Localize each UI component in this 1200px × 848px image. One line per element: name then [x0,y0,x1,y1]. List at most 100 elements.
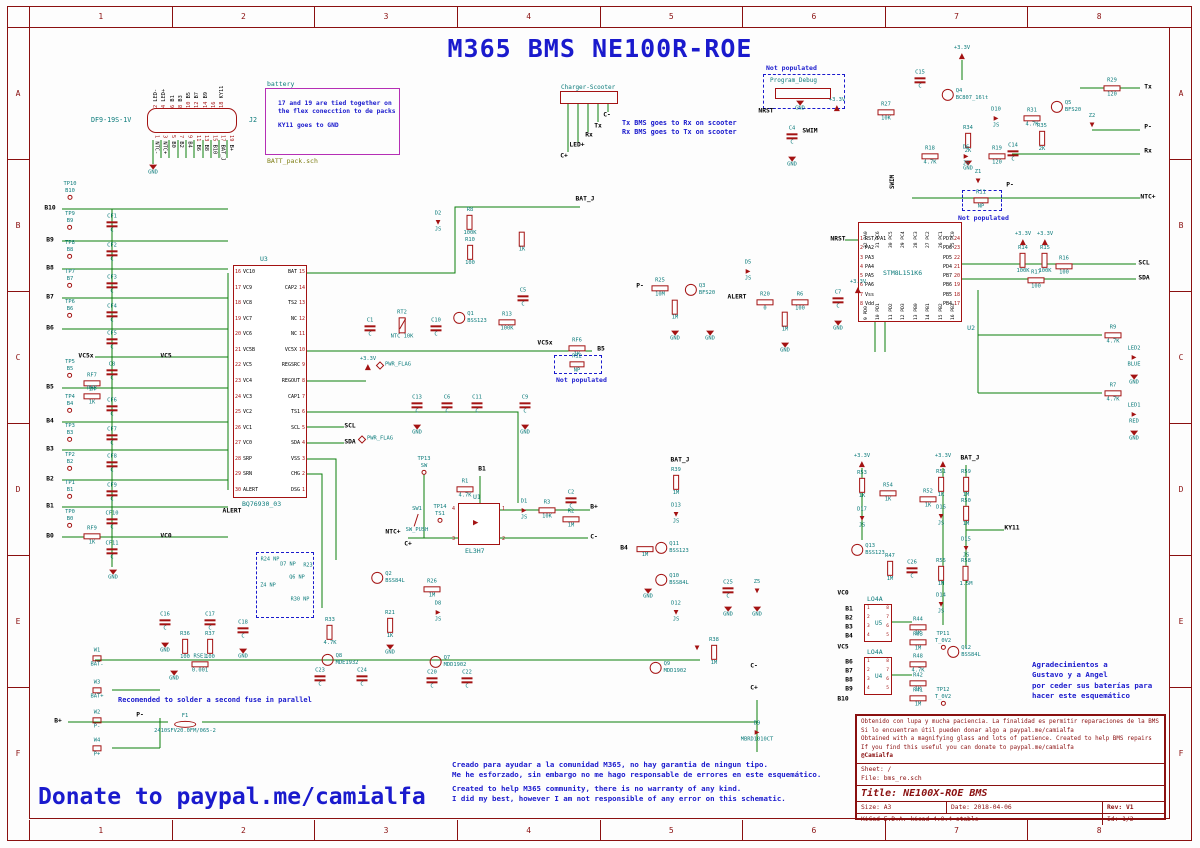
note-es-2: Me he esforzado, sin embargo no me hago … [452,769,822,779]
u1-ref: U1 [473,493,481,501]
battery-sheet-name: battery [267,80,295,88]
j2-pin: 1 NTC- [153,135,160,155]
u2-pin: 31 PC6 [876,231,882,248]
frame-row-label: A [1170,27,1192,159]
tb-comment: Obtained with a magnifying glass and lot… [861,736,1152,743]
u2-pin: 29 PC4 [901,231,907,248]
note-es-1: Creado para ayudar a la comunidad M365, … [452,760,768,769]
frame-column-label: 7 [884,6,1028,27]
tb-handle: @Camialfa [861,753,893,760]
frame-column-label: 8 [1027,6,1170,27]
frame-row-label: C [7,291,29,423]
j2-pin: 7 B2 [178,135,185,148]
j2-pin: 5 B0 [169,135,176,148]
j2-pin: 13 B8 [203,135,210,151]
frame-row-label: D [1170,423,1192,555]
tb-id: Id: 1/2 [1102,814,1164,826]
page-title: M365 BMS NE100R-ROE [447,34,753,63]
scooter-note-line: Tx BMS goes to Rx on scooter [622,119,737,127]
u5-value: LO4A [867,595,883,603]
frame-row-label: C [1170,291,1192,423]
frame-row-label: A [7,27,29,159]
frame-column-label: 4 [456,820,600,841]
u2-pin: 27 PC2 [926,231,932,248]
tb-rev: Rev: V1 [1102,802,1164,814]
battery-sheet-box[interactable]: 17 and 19 are tied together on the flex … [265,88,400,155]
r11-np-box [962,190,1002,211]
thanks-line: por ceder sus baterías para [1032,680,1153,690]
u2-ref: U2 [967,324,975,332]
u3-ref: U3 [260,255,268,263]
tb-tool: KiCad E.D.A. kicad 4.0.4-stable [861,816,979,824]
u4-pin: 1 [867,659,870,664]
frame-column-label: 1 [29,820,172,841]
fuse-note: Recomended to solder a second fuse in pa… [118,696,312,704]
u1-pin: 2 [501,536,505,542]
thanks-line: Gustavo y a Angel [1032,670,1108,680]
frame-column-label: 2 [171,820,315,841]
u4-ref: U4 [875,673,883,680]
u2-pin: 10 PD1 [876,303,882,320]
frame-row-label: F [1170,687,1192,819]
note-en-1: Created to help M365 community, there is… [452,783,742,793]
tb-title: Title: NE100X-ROE BMS [857,786,1164,803]
u2-pin: 12 PD3 [901,303,907,320]
donate-text: Donate to paypal.me/camialfa [38,784,426,810]
u5-ref: U5 [875,620,883,627]
frame-column-label: 7 [884,820,1028,841]
thanks-line: Agradecimientos a [1032,660,1108,669]
disclaimer-notes: Creado para ayudar a la comunidad M365, … [452,760,821,804]
battery-sheet-file: BATT_pack.sch [267,157,318,165]
u2-pin: 11 PD2 [888,303,894,320]
u5-pin: 3 [867,624,870,630]
frame-column-label: 3 [314,820,457,841]
tb-size: Size: A3 [857,802,947,814]
not-populated-label: Not populated [958,214,1009,222]
u1-pin: 4 [452,506,456,512]
u2-pin: 32 PA0 [864,231,869,248]
frame-inner [29,27,1170,819]
frame-column-label: 6 [742,6,885,27]
u5-pin: 6 [886,624,889,630]
j2-ref: J2 [248,116,257,124]
frame-row-label: E [1170,555,1192,687]
u2-pin: 9 PD0 [864,306,869,320]
u2-pin: 25 PC0 [951,231,957,248]
not-populated-label: Not populated [556,376,607,384]
j2-body [147,108,237,133]
battery-note-line: KY11 goes to GND [278,122,339,130]
u5-pin: 5 [886,633,889,639]
